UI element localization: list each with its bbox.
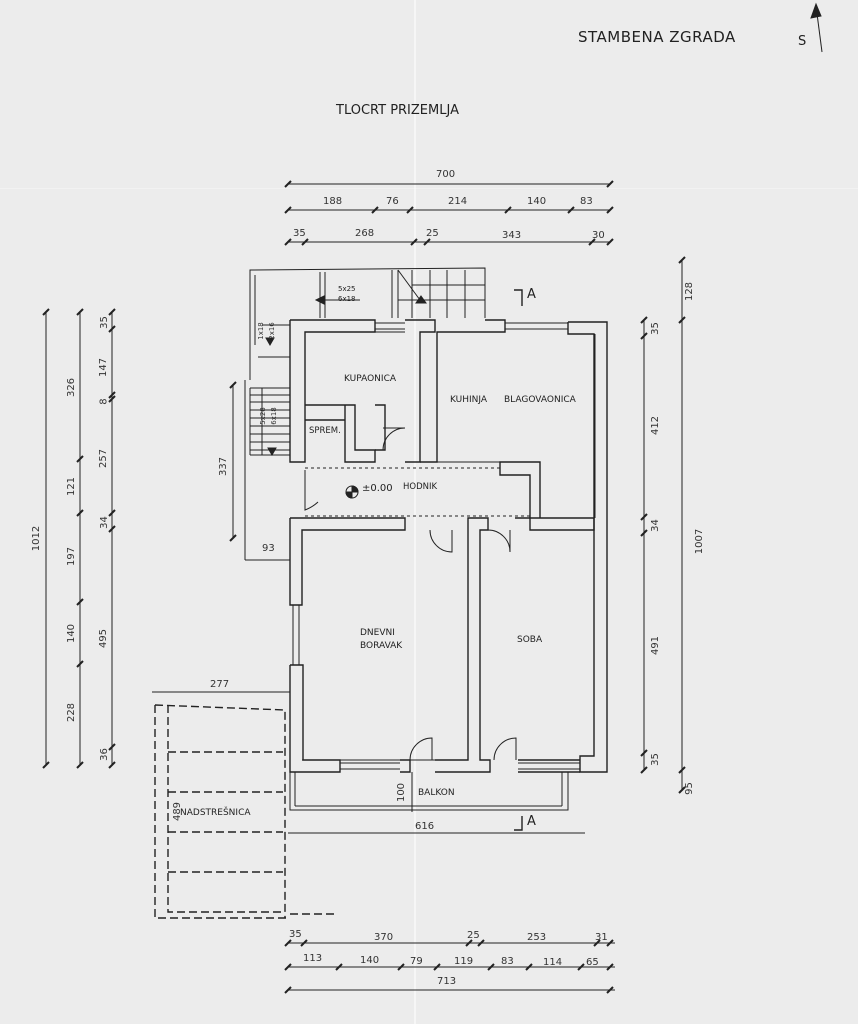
windows	[292, 322, 580, 770]
section-markers	[514, 289, 523, 831]
stair-label: 1x18	[256, 322, 265, 340]
dim-left-mid: 197	[66, 546, 78, 567]
room-sprem: SPREM.	[309, 426, 341, 436]
dim-left-mid: 140	[66, 623, 78, 644]
dim-bottom-row2: 114	[543, 957, 563, 968]
plan-title: TLOCRT PRIZEMLJA	[336, 103, 459, 118]
dim-bottom-row1: 35	[289, 929, 302, 940]
left-dimension-lines	[42, 308, 290, 769]
dim-top-row3: 25	[426, 228, 439, 239]
exterior-walls	[289, 319, 608, 773]
dim-right-bottom: 95	[683, 782, 695, 795]
dim-left-mid: 228	[66, 702, 78, 723]
dim-top-row2: 214	[448, 196, 468, 207]
dim-bottom-row2: 79	[410, 956, 423, 967]
north-label: S	[798, 34, 807, 49]
room-dnevni-line2: BORAVAK	[360, 641, 403, 651]
upper-staircase	[249, 267, 486, 380]
room-balkon: BALKON	[418, 788, 455, 798]
dim-balkon-width: 616	[415, 821, 435, 832]
dim-left-mid: 121	[66, 476, 78, 497]
room-kuhinja: KUHINJA	[450, 395, 488, 405]
interior-wall-lines	[302, 331, 596, 761]
dim-bottom-row2: 140	[360, 955, 380, 966]
dim-bottom-row2: 119	[454, 956, 474, 967]
hallway-dashed-lines	[305, 467, 530, 517]
room-dnevni-line1: DNEVNI	[360, 628, 395, 638]
dim-left-inner: 147	[98, 357, 110, 378]
dim-top-row2: 83	[580, 196, 593, 207]
dim-bottom-row1: 25	[467, 930, 480, 941]
dim-left-inner: 8	[98, 398, 110, 405]
dim-left-inner: 36	[98, 748, 110, 761]
paper-fold-line-horizontal	[0, 188, 858, 189]
dim-left-overall: 1012	[31, 525, 43, 552]
dim-bottom-row1: 370	[374, 932, 394, 943]
dim-offset: 93	[262, 543, 275, 554]
dim-canopy-depth: 489	[172, 801, 184, 822]
section-marker-bottom: A	[527, 814, 536, 829]
building-title: STAMBENA ZGRADA	[578, 28, 736, 46]
room-nadstresnica: NADSTREŠNICA	[180, 808, 251, 818]
door-swings	[304, 427, 517, 761]
dim-stair-height: 337	[218, 456, 230, 477]
dim-top-row2: 140	[527, 196, 547, 207]
top-dimension-lines	[284, 180, 614, 246]
room-kupaonica: KUPAONICA	[344, 374, 397, 384]
dim-top-row3: 30	[592, 230, 605, 241]
right-dimension-lines	[640, 256, 686, 794]
bottom-dimension-lines	[284, 772, 615, 994]
dim-right-part: 34	[649, 519, 661, 532]
dim-canopy-width: 277	[210, 679, 230, 690]
paper-fold-line	[414, 0, 416, 1024]
section-marker-top: A	[527, 287, 536, 302]
dim-bottom-row2: 65	[586, 957, 599, 968]
dim-top-total: 700	[436, 169, 456, 180]
dim-top-row3: 35	[293, 228, 306, 239]
dim-right-part: 412	[650, 415, 662, 436]
room-soba: SOBA	[517, 635, 543, 645]
dim-bottom-row1: 253	[527, 932, 547, 943]
dim-top-row2: 76	[386, 196, 399, 207]
canopy-outline	[154, 704, 335, 919]
dim-left-inner: 257	[98, 448, 110, 469]
stair-label: 5x25	[338, 285, 356, 293]
dim-left-inner: 35	[98, 316, 110, 329]
dim-left-inner: 34	[98, 516, 110, 529]
dim-bottom-total: 713	[437, 976, 457, 987]
room-hodnik: HODNIK	[403, 482, 438, 492]
dim-top-row2: 188	[323, 196, 343, 207]
stair-label: 6x18	[269, 407, 278, 425]
dim-bottom-row2: 83	[501, 956, 514, 967]
stair-label: 2x16	[267, 322, 276, 340]
north-arrow-icon	[810, 2, 823, 53]
level-marker-icon	[345, 485, 359, 499]
stair-label: 6x18	[338, 295, 356, 303]
dim-right-part: 35	[649, 753, 661, 766]
dim-right-overall: 1007	[694, 528, 706, 555]
side-staircase	[244, 380, 290, 560]
dim-bottom-row1: 31	[595, 932, 608, 943]
dim-right-part: 491	[650, 635, 662, 656]
balcony-outline	[289, 772, 569, 811]
dim-balkon-depth: 100	[396, 782, 408, 803]
dim-bottom-row2: 113	[303, 953, 323, 964]
dim-left-mid: 326	[66, 377, 78, 398]
stair-label: 5x28	[258, 407, 267, 425]
dim-right-part: 35	[649, 322, 661, 335]
room-blagovaonica: BLAGOVAONICA	[504, 395, 576, 405]
dim-right-top: 128	[684, 281, 696, 302]
dim-left-inner: 495	[98, 628, 110, 649]
dim-top-row3: 343	[502, 230, 522, 241]
dim-top-row3: 268	[355, 228, 375, 239]
floor-level-label: ±0.00	[362, 483, 393, 494]
